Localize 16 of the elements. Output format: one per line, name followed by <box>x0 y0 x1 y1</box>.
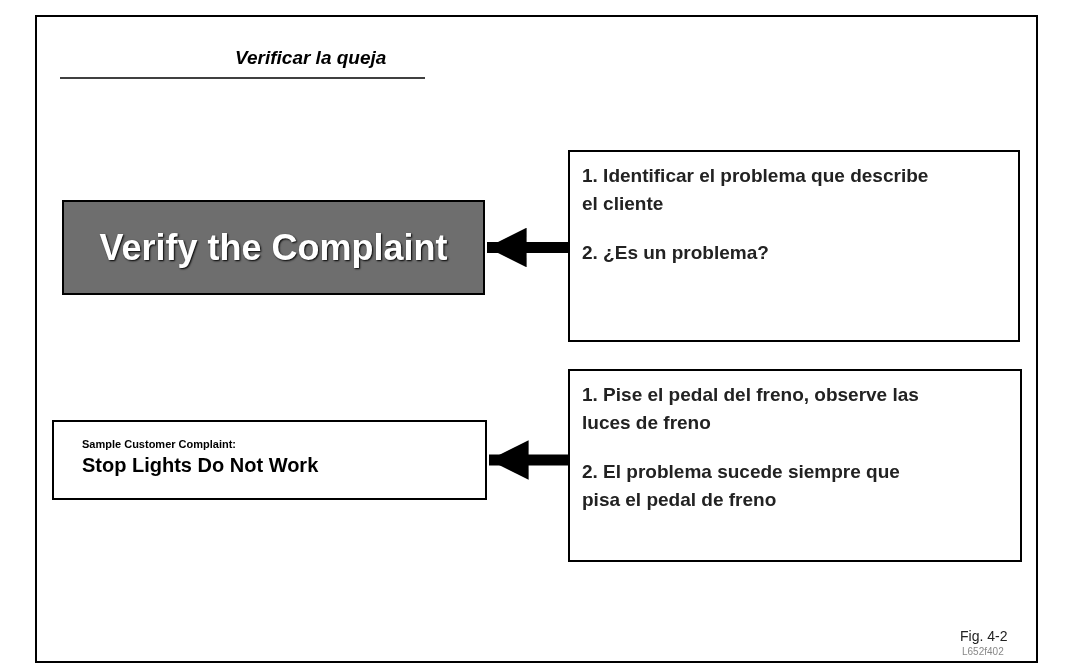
figure-number: Fig. 4-2 <box>960 628 1008 644</box>
arrow <box>487 227 568 268</box>
list-item: 2. ¿Es un problema? <box>582 241 770 266</box>
title-text: Verify the Complaint <box>99 226 448 269</box>
note-box <box>568 150 1020 342</box>
heading: Verificar la queja <box>235 47 387 69</box>
note-box <box>568 369 1022 562</box>
figure-code: L652f402 <box>962 646 1004 657</box>
title-box <box>62 200 485 295</box>
list-item: 1. Identificar el problema que describe el cliente <box>582 164 930 216</box>
complaint-box <box>52 420 487 500</box>
complaint-text: Stop Lights Do Not Work <box>82 454 320 477</box>
arrow <box>489 440 568 480</box>
list-item: 1. Pise el pedal del freno, observe las luces de freno <box>582 383 920 435</box>
caption-text: Sample Customer Complaint: <box>82 438 238 450</box>
list-item: 2. El problema sucede siempre que pisa el pedal de freno <box>582 460 901 512</box>
